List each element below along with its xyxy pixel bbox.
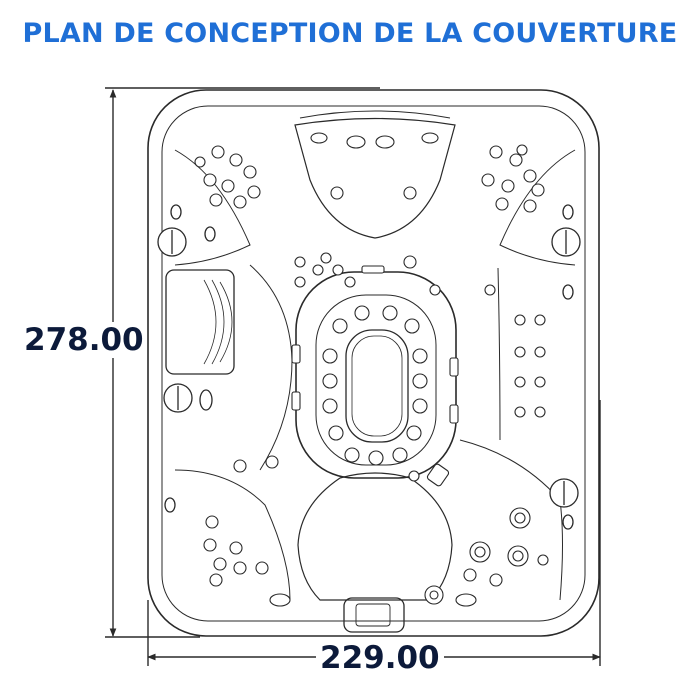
footwell-outer bbox=[295, 271, 457, 479]
center-drain-inner bbox=[351, 335, 403, 437]
control-panel bbox=[343, 597, 405, 633]
seat-left-side bbox=[249, 264, 293, 471]
height-dimension-label: 278.00 bbox=[24, 322, 144, 358]
filter-compartment bbox=[165, 269, 235, 375]
page-title: PLAN DE CONCEPTION DE LA COUVERTURE bbox=[22, 18, 678, 49]
spa-outer-rim bbox=[147, 89, 600, 637]
top-seat bbox=[294, 117, 456, 239]
footwell-lights bbox=[291, 265, 459, 487]
center-drain bbox=[345, 329, 409, 443]
filter-lid-ridges bbox=[203, 279, 233, 365]
seat-right-side bbox=[497, 267, 501, 441]
width-dimension-label: 229.00 bbox=[316, 640, 444, 676]
seat-top-right bbox=[499, 149, 576, 266]
control-panel-screen bbox=[355, 603, 391, 627]
jets bbox=[194, 132, 549, 607]
valves bbox=[157, 204, 581, 530]
spa-inner-rim bbox=[161, 105, 586, 622]
bottom-lounger bbox=[297, 472, 453, 601]
top-headrest bbox=[299, 110, 451, 119]
seat-bottom-left bbox=[174, 469, 291, 601]
